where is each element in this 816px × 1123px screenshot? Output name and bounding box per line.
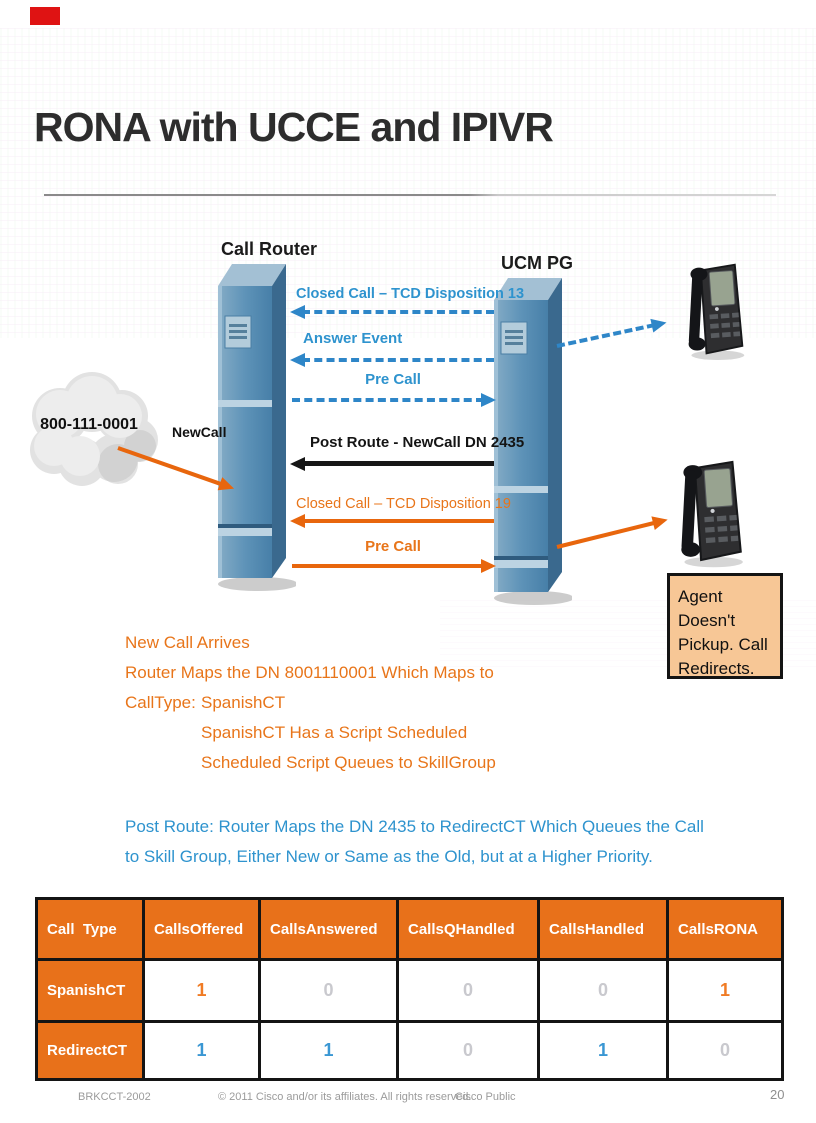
note-line: SpanishCT Has a Script Scheduled [201,723,468,742]
arrow-closed-call-19 [290,514,494,528]
table-header-row: Call Type CallsOffered CallsAnswered Cal… [35,897,784,961]
arrow-label-closed-call-13: Closed Call – TCD Disposition 13 [296,286,525,302]
post-route-notes: Post Route: Router Maps the DN 2435 to R… [125,812,704,872]
new-call-notes: New Call Arrives Router Maps the DN 8001… [125,628,496,778]
arrow-label-pre-call-orange: Pre Call [365,538,421,555]
note-line: Router Maps the DN 8001110001 Which Maps… [125,663,494,682]
table-header: CallsHandled [537,897,669,961]
ucm-pg-server-icon [492,274,574,611]
arrow-to-agent-phone-1 [556,315,668,353]
table-header: CallsOffered [142,897,261,961]
ip-phone-icon [682,258,748,362]
table-cell: 0 [537,958,669,1023]
caller-number: 800-111-0001 [40,416,138,433]
table-row: RedirectCT 1 1 0 1 0 [35,1020,784,1081]
footer-session-id: BRKCCT-2002 [78,1091,151,1103]
row-label: RedirectCT [35,1020,145,1081]
calltype-label: CallType: [125,693,196,712]
page-title: RONA with UCCE and IPIVR [34,104,554,150]
table-cell: 0 [258,958,399,1023]
arrow-label-answer-event: Answer Event [303,330,403,347]
footer-page-number: 20 [770,1087,785,1102]
call-router-server-icon [216,260,298,597]
footer-copyright: © 2011 Cisco and/or its affiliates. All … [218,1091,472,1103]
calltype-value: SpanishCT [201,693,286,712]
arrow-post-route [290,457,494,471]
table-cell: 1 [142,958,261,1023]
red-mark [30,7,60,25]
table-header: Call Type [35,897,145,961]
title-divider [44,194,776,196]
agent-note-box: Agent Doesn't Pickup. Call Redirects. [667,573,783,679]
arrow-answer-event [290,353,494,367]
table-cell: 0 [666,1020,784,1081]
table-cell: 1 [666,958,784,1023]
table-cell: 0 [396,958,540,1023]
note-line: CallType: SpanishCT [125,688,496,718]
arrow-pre-call-orange [292,559,496,573]
arrow-closed-call-13 [290,305,494,319]
note-line: to Skill Group, Either New or Same as th… [125,847,653,866]
pstn-cloud-icon: 800-111-0001 [18,368,160,490]
arrow-label-post-route: Post Route - NewCall DN 2435 [310,434,525,451]
table-header: CallsAnswered [258,897,399,961]
row-label: SpanishCT [35,958,145,1023]
note-line: Scheduled Script Queues to SkillGroup [201,753,496,772]
table-cell: 1 [142,1020,261,1081]
calltype-stats-table: Call Type CallsOffered CallsAnswered Cal… [35,897,784,1081]
ucm-pg-label: UCM PG [501,253,573,273]
table-header: CallsRONA [666,897,784,961]
call-router-label: Call Router [221,239,318,259]
note-line: Post Route: Router Maps the DN 2435 to R… [125,817,704,836]
arrow-label-closed-call-19: Closed Call – TCD Disposition 19 [296,496,511,512]
table-row: SpanishCT 1 0 0 0 1 [35,958,784,1023]
arrow-to-agent-phone-2 [555,512,670,553]
newcall-label: NewCall [172,424,227,440]
ip-phone-icon [674,454,747,570]
table-cell: 1 [258,1020,399,1081]
arrow-pre-call-blue [292,393,496,407]
note-line: New Call Arrives [125,633,250,652]
table-cell: 0 [396,1020,540,1081]
table-header: CallsQHandled [396,897,540,961]
arrow-label-pre-call-blue: Pre Call [365,371,421,388]
table-cell: 1 [537,1020,669,1081]
footer-classification: Cisco Public [455,1091,516,1103]
